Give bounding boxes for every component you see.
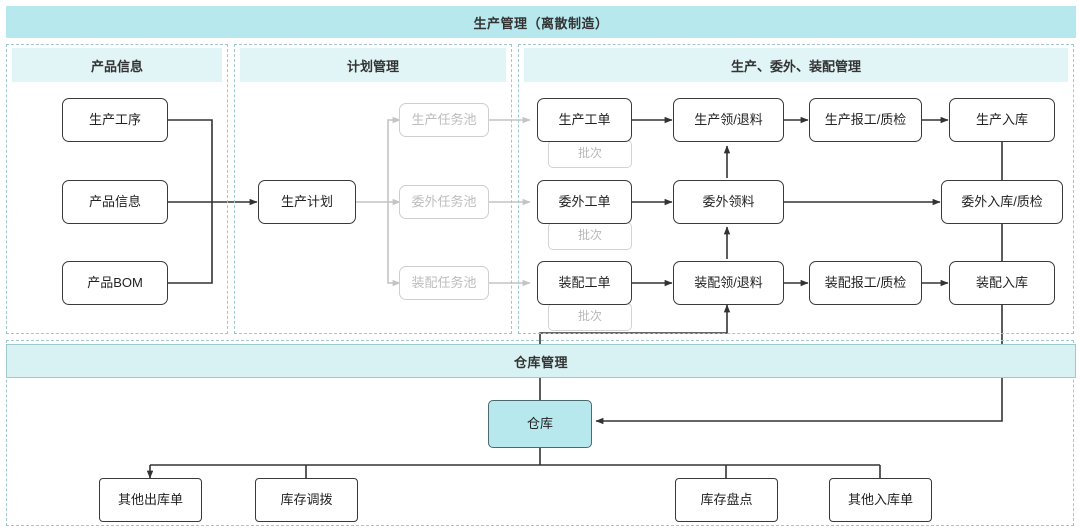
node-label: 产品信息 <box>88 193 141 209</box>
node-other-outbound[interactable]: 其他出库单 <box>99 478 202 522</box>
node-product-process[interactable]: 生产工序 <box>62 98 168 142</box>
section-label: 生产、委外、装配管理 <box>730 58 861 74</box>
node-out-work-order[interactable]: 委外工单 <box>537 180 632 224</box>
node-prod-task-pool[interactable]: 生产任务池 <box>399 103 489 137</box>
node-label: 仓库 <box>526 415 553 431</box>
node-label: 装配报工/质检 <box>824 274 907 290</box>
node-asm-issue-return[interactable]: 装配领/退料 <box>673 261 784 305</box>
node-label: 委外领料 <box>702 193 755 209</box>
node-product-info[interactable]: 产品信息 <box>62 180 168 224</box>
node-label: 委外入库/质检 <box>961 193 1043 209</box>
node-label: 委外任务池 <box>411 193 477 209</box>
section-label: 产品信息 <box>90 58 143 74</box>
node-label: 库存调拨 <box>280 491 333 507</box>
node-label: 生产领/退料 <box>694 111 763 127</box>
node-other-inbound[interactable]: 其他入库单 <box>829 478 932 522</box>
node-batch-outsourcing[interactable]: 批次 <box>548 222 632 250</box>
node-label: 装配任务池 <box>411 274 477 290</box>
node-prod-report-qc[interactable]: 生产报工/质检 <box>809 98 922 142</box>
node-asm-task-pool[interactable]: 装配任务池 <box>399 266 489 300</box>
node-label: 装配工单 <box>558 274 611 290</box>
node-label: 装配入库 <box>975 274 1028 290</box>
main-title-band: 生产管理（离散制造） <box>6 6 1076 38</box>
node-label: 产品BOM <box>87 274 143 290</box>
node-stock-transfer[interactable]: 库存调拨 <box>255 478 358 522</box>
node-label: 批次 <box>577 228 602 243</box>
node-asm-instock[interactable]: 装配入库 <box>949 261 1055 305</box>
node-prod-issue-return[interactable]: 生产领/退料 <box>673 98 784 142</box>
node-batch-production[interactable]: 批次 <box>548 140 632 168</box>
node-label: 生产工序 <box>88 111 141 127</box>
section-label: 计划管理 <box>346 58 399 74</box>
node-label: 装配领/退料 <box>694 274 763 290</box>
node-prod-work-order[interactable]: 生产工单 <box>537 98 632 142</box>
node-label: 批次 <box>577 309 602 324</box>
node-label: 生产工单 <box>558 111 611 127</box>
section-header-plan-mgmt: 计划管理 <box>240 48 506 82</box>
node-out-task-pool[interactable]: 委外任务池 <box>399 185 489 219</box>
node-asm-report-qc[interactable]: 装配报工/质检 <box>809 261 922 305</box>
section-label: 仓库管理 <box>513 354 568 370</box>
group-product-info <box>6 44 228 334</box>
node-production-plan[interactable]: 生产计划 <box>258 180 356 224</box>
node-label: 其他入库单 <box>847 491 913 507</box>
section-header-product-info: 产品信息 <box>12 48 222 82</box>
node-label: 委外工单 <box>558 193 611 209</box>
node-label: 生产报工/质检 <box>824 111 907 127</box>
node-label: 生产任务池 <box>411 111 477 127</box>
node-warehouse[interactable]: 仓库 <box>488 400 592 448</box>
group-warehouse-mgmt <box>6 340 1074 526</box>
node-out-instock-qc[interactable]: 委外入库/质检 <box>941 180 1063 224</box>
node-batch-assembly[interactable]: 批次 <box>548 303 632 331</box>
page-title: 生产管理（离散制造） <box>473 15 609 31</box>
section-header-prod-out-asm: 生产、委外、装配管理 <box>524 48 1068 82</box>
group-prod-out-asm <box>518 44 1074 334</box>
group-plan-mgmt <box>234 44 512 334</box>
section-header-warehouse-mgmt: 仓库管理 <box>6 344 1076 378</box>
node-prod-instock[interactable]: 生产入库 <box>949 98 1055 142</box>
node-product-bom[interactable]: 产品BOM <box>62 261 168 305</box>
node-label: 生产入库 <box>975 111 1028 127</box>
node-out-issue[interactable]: 委外领料 <box>673 180 784 224</box>
node-label: 批次 <box>577 146 602 161</box>
node-label: 其他出库单 <box>117 491 183 507</box>
node-asm-work-order[interactable]: 装配工单 <box>537 261 632 305</box>
node-label: 生产计划 <box>280 193 333 209</box>
node-label: 库存盘点 <box>700 491 753 507</box>
node-stock-count[interactable]: 库存盘点 <box>675 478 778 522</box>
